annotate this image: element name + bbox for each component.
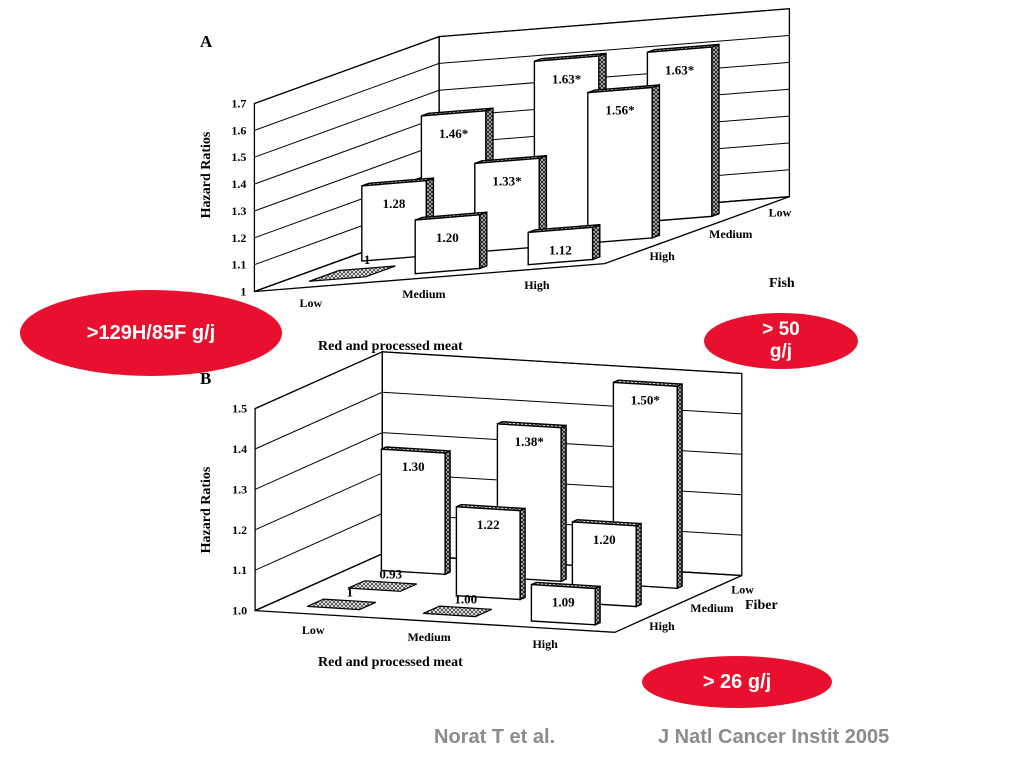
bar-value-label: 1.22	[477, 517, 500, 532]
x-category-label: High	[524, 278, 550, 292]
bar-value-label: 1.56*	[605, 103, 634, 118]
x-category-label: Low	[302, 623, 325, 637]
bar	[361, 179, 427, 262]
bar	[474, 157, 540, 253]
bar-value-label: 1.00	[454, 592, 477, 607]
bar	[527, 226, 594, 266]
bar-value-label: 1.28	[383, 196, 406, 211]
bar-value-label: 1.20	[436, 230, 459, 245]
bar-side	[676, 383, 683, 590]
bar-flat	[422, 605, 493, 618]
x-axis-title: Red and processed meat	[318, 655, 463, 670]
z-category-label: Medium	[709, 227, 752, 241]
bar-value-label: 1.30	[402, 459, 425, 474]
bar-flat	[306, 598, 377, 611]
bar-value-label: 1	[364, 252, 371, 267]
bar-value-label: 1.20	[593, 532, 616, 547]
y-tick-label: 1.2	[231, 231, 246, 245]
bar	[414, 214, 481, 275]
y-tick-label: 1.1	[231, 258, 246, 272]
gridline	[254, 8, 790, 104]
bar-value-label: 1.38*	[515, 434, 544, 449]
x-category-label: Low	[300, 296, 323, 310]
z-category-label: Low	[731, 583, 754, 597]
bar-flat	[347, 580, 418, 592]
bar-side	[591, 223, 601, 261]
bar	[380, 448, 446, 576]
bar-value-label: 0.93	[379, 566, 402, 581]
z-axis-title: Fiber	[745, 598, 778, 613]
z-category-label: High	[649, 249, 675, 263]
y-tick-label: 1.6	[231, 123, 246, 137]
citation-journal: J Natl Cancer Instit 2005	[658, 726, 890, 748]
bar-side	[560, 424, 567, 583]
bar-value-label: 1.12	[549, 242, 572, 257]
x-axis-title: Red and processed meat	[318, 339, 463, 354]
y-axis-title: Hazard Ratios	[199, 131, 214, 218]
bar-value-label: 1.46*	[439, 126, 468, 141]
z-category-label: Low	[769, 206, 792, 220]
red-meat-threshold-text: >129H/85F g/j	[86, 322, 216, 344]
bar-value-label: 1.50*	[631, 392, 660, 407]
bar-value-label: 1.33*	[492, 173, 521, 188]
x-category-label: Medium	[407, 630, 450, 644]
panel-letter: A	[200, 32, 213, 51]
y-tick-label: 1.0	[232, 604, 247, 618]
bar-side	[444, 449, 451, 576]
y-tick-label: 1.1	[232, 563, 247, 577]
bar-side	[594, 585, 601, 626]
y-tick-label: 1	[240, 285, 246, 299]
y-tick-label: 1.2	[232, 523, 247, 537]
bar	[587, 86, 653, 244]
z-category-label: High	[649, 619, 675, 633]
bar-value-label: 1.63*	[665, 62, 694, 77]
y-tick-label: 1.7	[231, 97, 246, 111]
y-tick-label: 1.5	[231, 150, 246, 164]
fiber-threshold-text: > 26 g/j	[702, 670, 772, 693]
bar-flat	[308, 265, 396, 282]
bar-side	[519, 507, 526, 601]
bar-side	[711, 43, 720, 218]
bar-side	[478, 211, 488, 270]
gridline	[254, 35, 790, 131]
bar-side	[651, 83, 661, 239]
panel-letter: B	[200, 369, 211, 388]
z-axis-title: Fish	[769, 276, 795, 291]
bar-value-label: 1	[346, 585, 353, 600]
bar-value-label: 1.09	[552, 595, 575, 610]
y-tick-label: 1.4	[231, 177, 246, 191]
x-category-label: High	[532, 637, 558, 651]
bar	[455, 506, 521, 601]
fish-threshold-text: > 50 g/j	[762, 319, 800, 362]
fiber-threshold-badge: > 26 g/j	[642, 656, 832, 708]
y-tick-label: 1.3	[231, 204, 246, 218]
y-axis-title: Hazard Ratios	[199, 466, 214, 553]
bar	[530, 583, 596, 626]
bar-side	[635, 522, 642, 608]
y-tick-label: 1.4	[232, 442, 247, 456]
y-tick-label: 1.3	[232, 482, 247, 496]
bar-value-label: 1.63*	[552, 71, 581, 86]
red-meat-threshold-badge: >129H/85F g/j	[20, 290, 282, 376]
gridline	[254, 351, 742, 410]
citation-author: Norat T et al.	[434, 726, 556, 748]
z-category-label: Medium	[690, 601, 733, 615]
x-category-label: Medium	[402, 287, 445, 301]
fish-threshold-badge: > 50 g/j	[704, 313, 858, 369]
y-tick-label: 1.5	[232, 402, 247, 416]
